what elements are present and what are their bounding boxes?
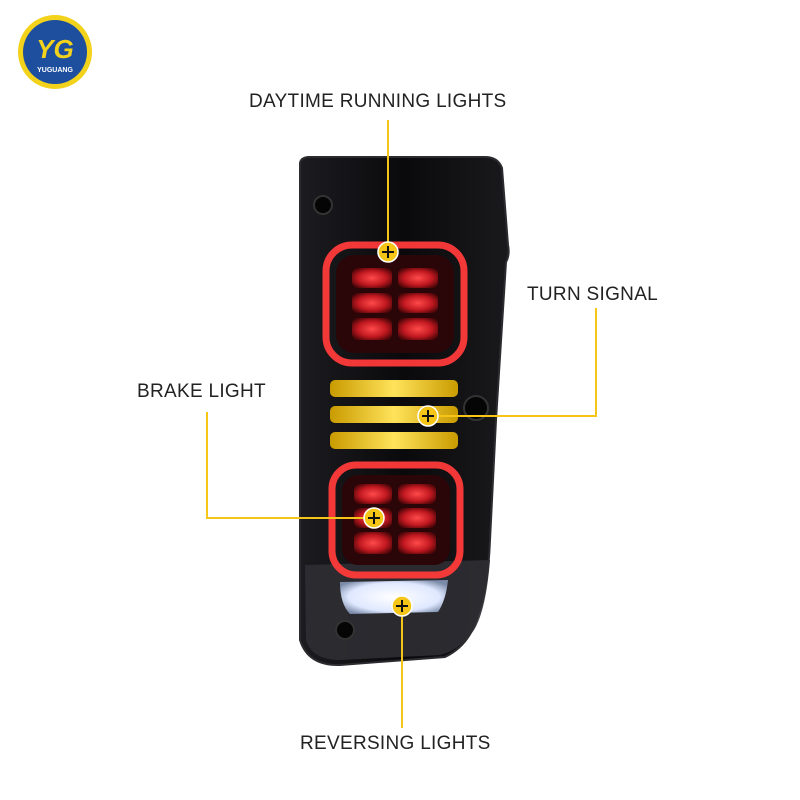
upper-red-led-grid bbox=[352, 268, 438, 340]
turn-signal-bars bbox=[330, 380, 458, 449]
reverse-marker-plus-circle-icon bbox=[391, 595, 413, 617]
drl-marker-plus-circle-icon bbox=[377, 241, 399, 263]
yuguang-logo: YG YUGUANG bbox=[18, 15, 92, 89]
label-reversing-lights: REVERSING LIGHTS bbox=[300, 733, 491, 754]
reverse-led bbox=[340, 580, 448, 614]
side-mount-bolt bbox=[463, 395, 489, 421]
svg-text:YUGUANG: YUGUANG bbox=[37, 67, 73, 74]
brake-marker-plus-circle-icon bbox=[363, 507, 385, 529]
upper-mount-bolt bbox=[313, 195, 333, 215]
svg-text:YG: YG bbox=[36, 34, 74, 64]
lower-red-frame bbox=[328, 461, 464, 579]
brake-callout-line bbox=[206, 412, 374, 519]
label-brake-light: BRAKE LIGHT bbox=[137, 381, 266, 402]
lower-mount-bolt bbox=[335, 620, 355, 640]
turn-marker-plus-circle-icon bbox=[417, 405, 439, 427]
turn-callout-line bbox=[430, 308, 597, 417]
label-daytime-running-lights: DAYTIME RUNNING LIGHTS bbox=[249, 91, 507, 112]
label-turn-signal: TURN SIGNAL bbox=[527, 284, 659, 305]
